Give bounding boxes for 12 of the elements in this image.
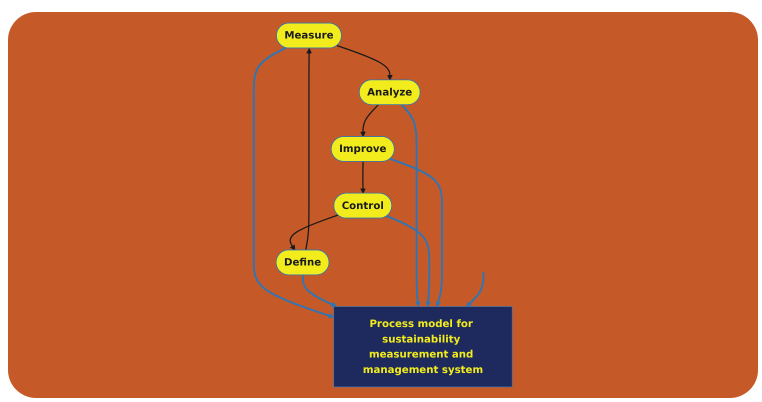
- arrow: [302, 275, 338, 308]
- arrow: [360, 162, 366, 194]
- arrow: [252, 46, 334, 318]
- arrow: [386, 215, 431, 307]
- arrow: [305, 48, 312, 250]
- arrow: [390, 158, 444, 307]
- node-box: Process model for sustainability measurement and management system: [333, 306, 512, 388]
- arrow: [360, 104, 379, 138]
- arrow: [290, 214, 338, 250]
- arrow: [401, 104, 421, 307]
- arrow: [466, 272, 484, 307]
- arrow: [336, 44, 393, 80]
